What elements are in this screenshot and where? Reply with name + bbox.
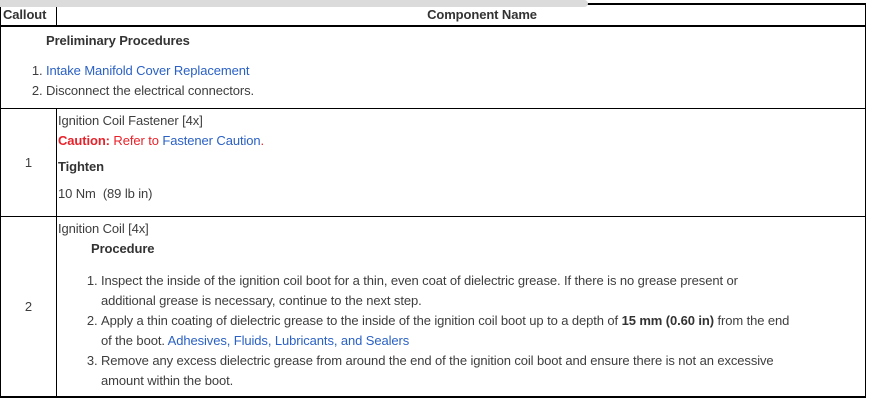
horizontal-scrollbar-thumb[interactable] <box>0 0 588 7</box>
procedure-label: Procedure <box>91 241 155 256</box>
step-text: Apply a thin coating of dielectric greas… <box>101 311 863 331</box>
step-text: additional grease is necessary, continue… <box>101 293 422 308</box>
component-name: Ignition Coil Fastener [4x] <box>58 113 203 128</box>
caution-text: Refer to <box>109 133 163 148</box>
table-header-row: Callout Component Name <box>0 3 866 27</box>
step-text: Inspect the inside of the ignition coil … <box>101 273 738 288</box>
table-row-callout-1: 1 Ignition Coil Fastener [4x] Caution: R… <box>0 108 866 217</box>
adhesives-fluids-lubricants-sealers-link[interactable]: Adhesives, Fluids, Lubricants, and Seale… <box>167 333 410 348</box>
list-item: Inspect the inside of the ignition coil … <box>101 271 863 311</box>
component-cell: Ignition Coil [4x] Procedure Inspect the… <box>56 216 866 398</box>
step-text: Remove any excess dielectric grease from… <box>101 353 774 368</box>
caution-period: . <box>260 133 265 148</box>
component-name-column-header: Component Name <box>56 3 866 27</box>
intake-manifold-cover-replacement-link[interactable]: Intake Manifold Cover Replacement <box>46 63 250 78</box>
torque-spec: 10 Nm (89 lb in) <box>58 186 153 201</box>
component-name: Ignition Coil [4x] <box>58 221 149 236</box>
table-row-callout-2: 2 Ignition Coil [4x] Procedure Inspect t… <box>0 216 866 398</box>
preliminary-procedures-title: Preliminary Procedures <box>46 33 190 48</box>
list-item: Intake Manifold Cover Replacement <box>46 61 865 81</box>
component-cell: Ignition Coil Fastener [4x] Caution: Ref… <box>56 108 866 217</box>
torque-depth-value: 15 mm (0.60 in) <box>621 313 715 328</box>
callout-column-header: Callout <box>0 3 57 27</box>
list-item: Disconnect the electrical connectors. <box>46 81 865 101</box>
callout-number: 2 <box>0 216 57 398</box>
procedure-steps-list: Inspect the inside of the ignition coil … <box>58 271 865 391</box>
step-text: of the boot. Adhesives, Fluids, Lubrican… <box>101 331 863 351</box>
callout-component-table: Callout Component Name Preliminary Proce… <box>0 3 866 398</box>
step-text-segment: of the boot. <box>101 333 168 348</box>
fastener-caution-link[interactable]: Fastener Caution <box>162 133 261 148</box>
caution-note: Caution: Refer to Fastener Caution. <box>58 131 865 151</box>
step-text: amount within the boot. <box>101 373 234 388</box>
caution-label: Caution: <box>58 133 110 148</box>
list-item: Remove any excess dielectric grease from… <box>101 351 863 391</box>
callout-number: 1 <box>0 108 57 217</box>
step-text-segment: from the end <box>714 313 790 328</box>
tighten-label: Tighten <box>58 159 104 174</box>
preliminary-procedures-cell: Preliminary Procedures Intake Manifold C… <box>0 25 866 109</box>
list-item: Apply a thin coating of dielectric greas… <box>101 311 863 351</box>
preliminary-procedures-row: Preliminary Procedures Intake Manifold C… <box>0 25 866 109</box>
preliminary-steps-list: Intake Manifold Cover Replacement Discon… <box>1 61 865 101</box>
step-text-segment: Apply a thin coating of dielectric greas… <box>101 313 622 328</box>
